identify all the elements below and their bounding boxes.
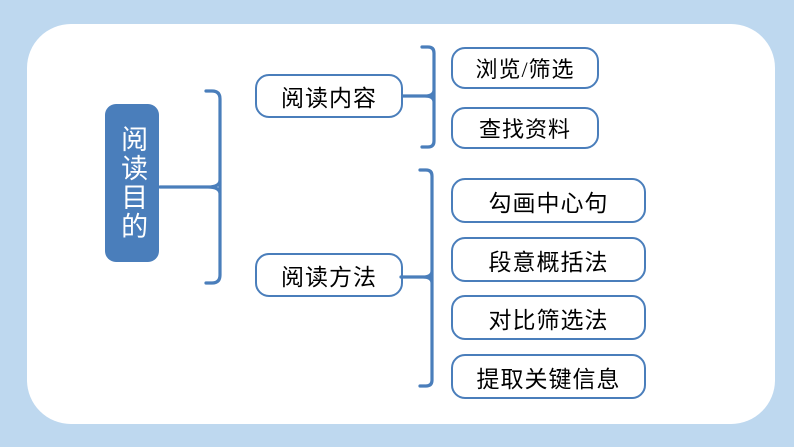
leaf-node-label: 段意概括法 [488, 249, 609, 275]
branch-node-reading-method[interactable]: 阅读方法 [255, 253, 403, 297]
root-node-label: 阅读目的 [117, 125, 148, 241]
leaf-node-browse-filter[interactable]: 浏览/筛选 [451, 47, 599, 89]
leaf-node-label: 浏览/筛选 [475, 57, 575, 82]
leaf-node-compare-filter[interactable]: 对比筛选法 [451, 295, 646, 340]
leaf-node-paragraph-summary[interactable]: 段意概括法 [451, 237, 646, 282]
leaf-node-extract-key-info[interactable]: 提取关键信息 [451, 354, 646, 399]
branch-node-reading-content[interactable]: 阅读内容 [255, 74, 403, 118]
leaf-node-label: 提取关键信息 [476, 366, 621, 392]
leaf-node-label: 对比筛选法 [488, 307, 609, 333]
leaf-node-outline-topic-sentence[interactable]: 勾画中心句 [451, 178, 646, 223]
branch-node-label: 阅读内容 [281, 86, 377, 111]
leaf-node-label: 查找资料 [478, 117, 571, 142]
leaf-node-find-material[interactable]: 查找资料 [451, 107, 599, 149]
root-node-reading-purpose[interactable]: 阅读目的 [105, 104, 159, 262]
leaf-node-label: 勾画中心句 [488, 190, 609, 216]
branch-node-label: 阅读方法 [281, 265, 377, 290]
